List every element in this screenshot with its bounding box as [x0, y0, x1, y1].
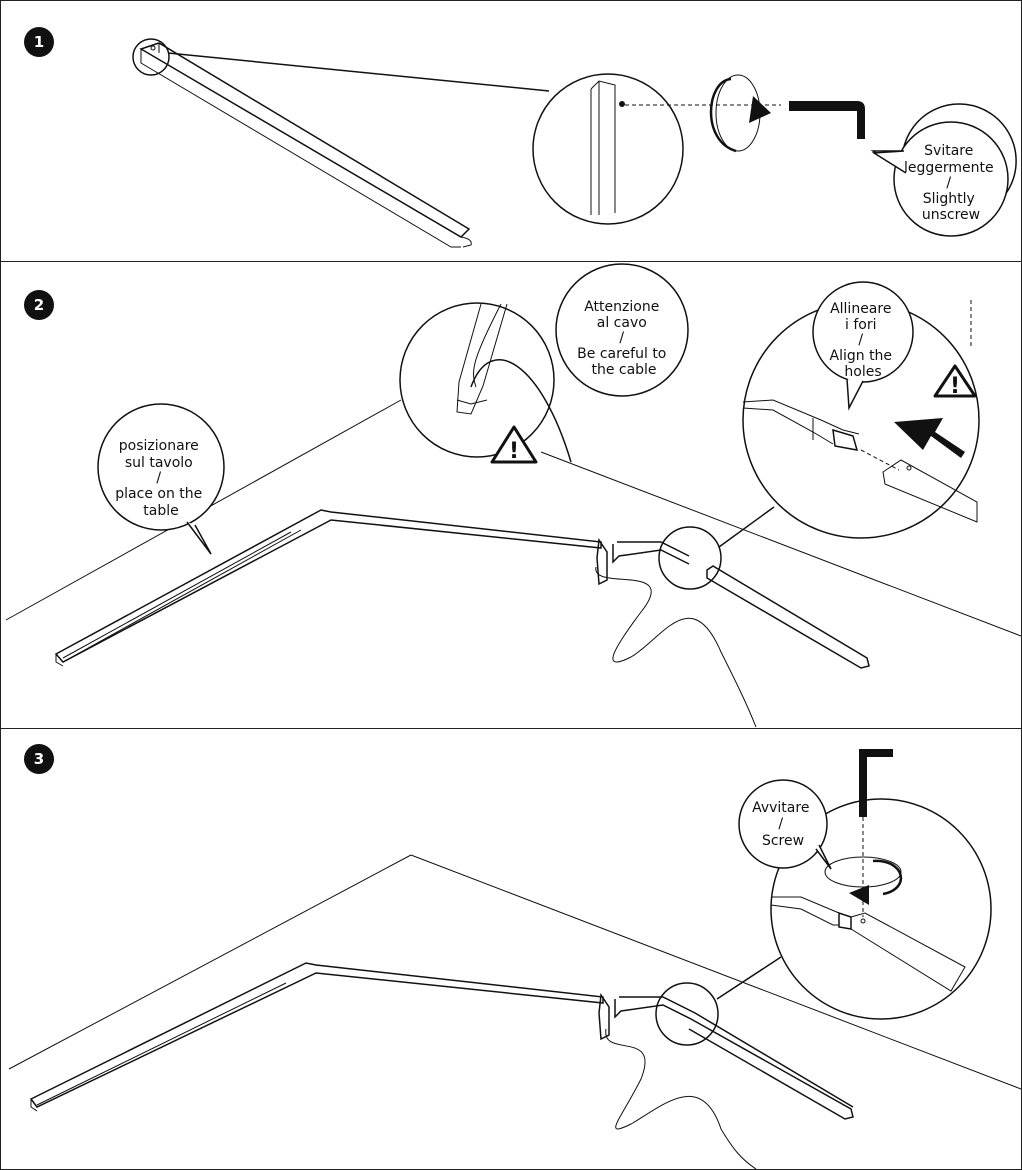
zoom-source-circle [132, 38, 170, 76]
cable-zoom-detail [399, 302, 572, 463]
zoom-connector-line [716, 956, 782, 1000]
cable-callout: Attenzione al cavo / Be careful to the c… [555, 263, 689, 397]
svg-text:Avvitare / Scr: Avvitare / Screw [752, 800, 814, 849]
zoom-source-circle [658, 526, 722, 590]
place-callout: posizionare sul tavolo / place on the ta… [97, 403, 225, 555]
warning-triangle-icon: ! [933, 364, 977, 399]
step-1-badge: 1 [24, 27, 54, 57]
screw-zoom-detail [770, 798, 992, 1020]
frame-assembly [29, 962, 854, 1169]
frame-assembly [54, 509, 870, 728]
zoom-connector-line [718, 506, 775, 548]
allen-key-icon [859, 749, 893, 817]
svg-text:2: 2 [34, 296, 44, 314]
step-2-illustration: 2 ! [5, 263, 1021, 728]
rotate-arrow-icon [709, 74, 771, 153]
step-2-panel: 2 ! [0, 261, 1022, 729]
insert-arrow-icon [894, 418, 965, 458]
table-edge-right [540, 451, 1021, 637]
svg-text:Svitare leggermente: Svitare leggermente / Slightly unscrew [904, 143, 998, 223]
svg-text:posizionare sul tavolo: posizionare sul tavolo / place on the ta… [115, 438, 206, 519]
step-3-badge: 3 [24, 744, 54, 774]
step-1-callout: Svitare leggermente / Slightly unscrew [870, 103, 1017, 237]
step-1-panel: 1 [0, 0, 1022, 262]
align-callout: Allineare i fori / Align the holes [812, 281, 914, 411]
bar-profile [139, 42, 472, 248]
screw-callout: Avvitare / Screw [738, 779, 832, 870]
svg-text:1: 1 [34, 33, 44, 51]
zoom-source-circle [655, 982, 719, 1046]
step-3-illustration: 3 [8, 744, 1021, 1169]
step-3-panel: 3 [0, 728, 1022, 1170]
allen-key-icon [789, 101, 865, 139]
svg-text:Allineare i fori: Allineare i fori / Align the holes [830, 301, 897, 380]
svg-text:3: 3 [34, 750, 44, 768]
svg-text:Attenzione al cavo: Attenzione al cavo / Be careful to the c… [577, 299, 671, 378]
rotate-arrow-icon [824, 856, 903, 905]
svg-text:!: ! [950, 374, 960, 399]
step-2-badge: 2 [24, 290, 54, 320]
zoom-connector-line [167, 52, 550, 92]
table-edge-right [410, 854, 1021, 1090]
step-1-illustration: 1 [24, 27, 1017, 248]
svg-text:!: ! [509, 439, 519, 464]
table-edge-left [8, 854, 412, 1070]
zoom-detail [532, 73, 781, 225]
warning-triangle-icon: ! [490, 425, 538, 464]
